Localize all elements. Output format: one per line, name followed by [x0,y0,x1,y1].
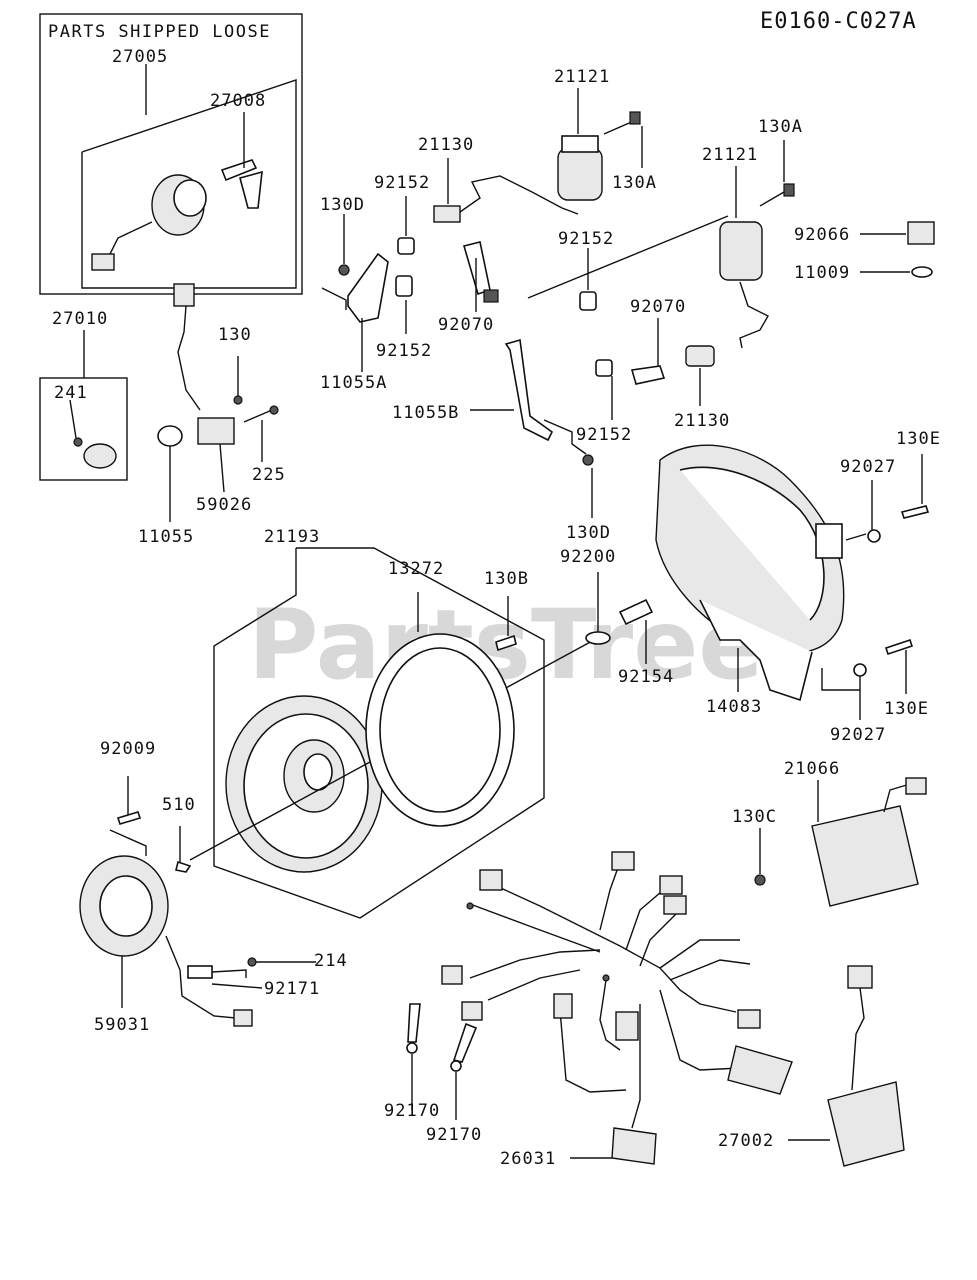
label-21193: 21193 [264,527,320,547]
label-92170-lower: 92170 [426,1125,482,1145]
label-92152-mid: 92152 [558,229,614,249]
flywheel-assembly-box [175,547,654,919]
label-92027-top: 92027 [840,457,896,477]
switch-assembly-box [39,330,128,481]
label-92066: 92066 [794,225,850,245]
loose-box-title: PARTS SHIPPED LOOSE [48,22,271,42]
label-27002: 27002 [718,1131,774,1151]
terminal-illustration [406,1003,478,1120]
label-92152-right: 92152 [576,425,632,445]
label-59026: 59026 [196,495,252,515]
label-130C: 130C [732,807,777,827]
label-225: 225 [252,465,286,485]
label-92171: 92171 [264,979,320,999]
label-130A-right: 130A [758,117,803,137]
label-130E-top: 130E [896,429,941,449]
label-13272: 13272 [388,559,444,579]
label-130E-bottom: 130E [884,699,929,719]
label-11009: 11009 [794,263,850,283]
label-92154: 92154 [618,667,674,687]
ignition-coil-right [719,140,935,349]
label-21121-top: 21121 [554,67,610,87]
label-92170-upper: 92170 [384,1101,440,1121]
label-130D-mid: 130D [566,523,611,543]
label-92009: 92009 [100,739,156,759]
label-11055: 11055 [138,527,194,547]
label-21130-right: 21130 [674,411,730,431]
sensor-illustration [157,283,279,522]
label-27010: 27010 [52,309,108,329]
key-switch-illustration [91,159,263,271]
label-92070-right: 92070 [630,297,686,317]
label-21121-right: 21121 [702,145,758,165]
label-59031: 59031 [94,1015,150,1035]
label-14083: 14083 [706,697,762,717]
label-92027-bottom: 92027 [830,725,886,745]
label-27008: 27008 [210,91,266,111]
label-130B: 130B [484,569,529,589]
parts-shipped-loose-box: PARTS SHIPPED LOOSE [39,13,303,295]
label-130D-top: 130D [320,195,365,215]
label-92152-top: 92152 [374,173,430,193]
regulator-illustration [754,777,927,907]
switch-27002-illustration [788,965,905,1167]
diagram-code: E0160-C027A [760,9,917,34]
label-11055A: 11055A [320,373,387,393]
label-214: 214 [314,951,348,971]
ignition-coil-top [527,88,729,299]
label-92070-left: 92070 [438,315,494,335]
bracket-11055B-illustration [470,248,715,518]
ignition-bracket-illustration [321,158,579,372]
label-11055B: 11055B [392,403,459,423]
label-130: 130 [218,325,252,345]
label-27005: 27005 [112,47,168,67]
label-26031: 26031 [500,1149,556,1169]
label-92152-lower: 92152 [376,341,432,361]
shroud-illustration [655,444,930,720]
label-510: 510 [162,795,196,815]
label-130A-top: 130A [612,173,657,193]
label-241: 241 [54,383,88,403]
stator-illustration [79,776,316,1027]
label-21130-top: 21130 [418,135,474,155]
wire-harness-illustration [441,851,793,1165]
label-92200: 92200 [560,547,616,567]
label-21066: 21066 [784,759,840,779]
